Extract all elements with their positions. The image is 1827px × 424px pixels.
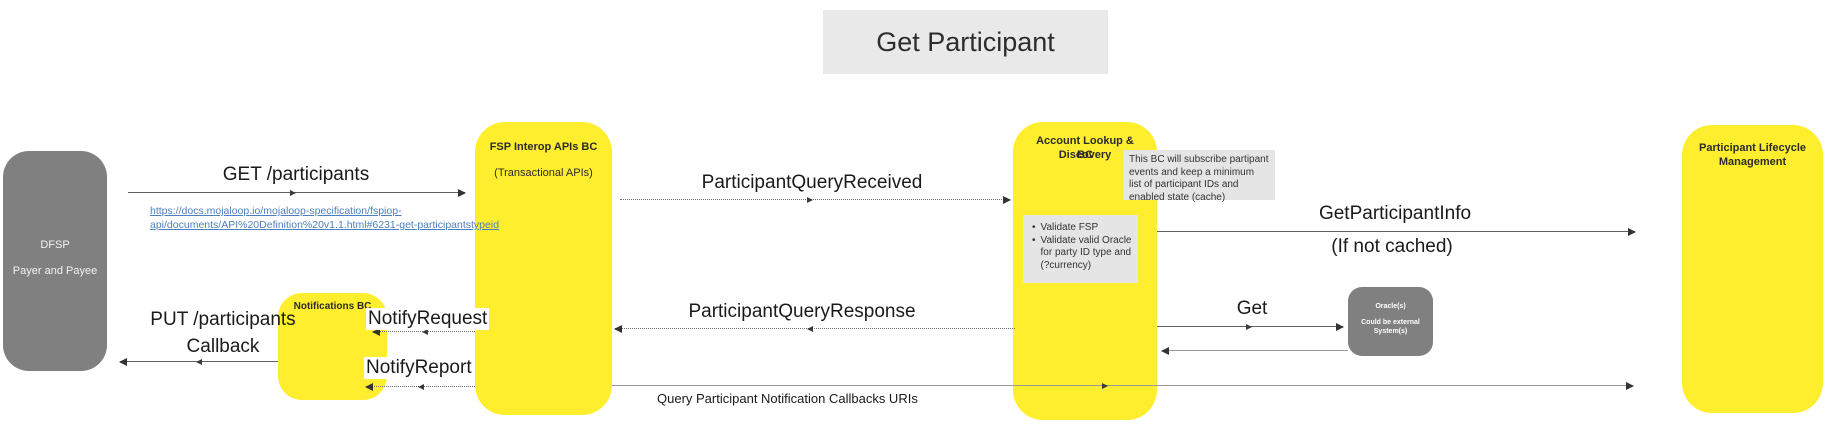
participant-lifecycle-title-line2: Management bbox=[1718, 156, 1787, 168]
validation-list: • Validate FSP • Validate valid Oracle f… bbox=[1030, 222, 1134, 272]
account-lookup-title-line1: Account Lookup & Discovery bbox=[1036, 135, 1134, 161]
arrowhead-right-icon bbox=[458, 189, 466, 197]
arrowhead-right-icon bbox=[1626, 382, 1634, 390]
arrowhead-left-icon bbox=[1161, 347, 1169, 355]
arrow-mid-marker bbox=[289, 190, 296, 196]
validation-note: • Validate FSP • Validate valid Oracle f… bbox=[1023, 215, 1138, 283]
arrow-mid-marker bbox=[421, 329, 428, 335]
arrow-line bbox=[612, 385, 1633, 386]
spec-link-line1[interactable]: https://docs.mojaloop.io/mojaloop-specif… bbox=[150, 205, 402, 217]
oracle-label-line2: Could be external System(s) bbox=[1361, 319, 1420, 335]
validation-item-text: Validate valid Oracle for party ID type … bbox=[1040, 234, 1132, 271]
query-callbacks-label: Query Participant Notification Callbacks… bbox=[657, 391, 918, 406]
fsp-interop-subtitle: (Transactional APIs) bbox=[494, 167, 593, 179]
arrow-line bbox=[1162, 350, 1348, 351]
arrow-mid-marker bbox=[807, 197, 814, 203]
bullet-icon: • bbox=[1032, 222, 1036, 233]
put-participants-label-line1: PUT /participants bbox=[150, 309, 296, 330]
spec-link[interactable]: https://docs.mojaloop.io/mojaloop-specif… bbox=[150, 204, 499, 232]
oracle-label-line1: Oracle(s) bbox=[1375, 303, 1406, 310]
arrow-mid-marker bbox=[1246, 324, 1253, 330]
participant-lifecycle-actor-box: Participant Lifecycle Management bbox=[1682, 125, 1823, 413]
dfsp-label-line1: DFSP bbox=[40, 239, 70, 251]
arrow-line bbox=[128, 192, 465, 193]
get-label: Get bbox=[1236, 298, 1268, 319]
arrowhead-left-icon bbox=[119, 358, 127, 366]
arrow-mid-marker bbox=[418, 384, 425, 390]
arrowhead-left-icon bbox=[365, 383, 373, 391]
put-participants-label-line2: Callback bbox=[186, 336, 260, 357]
dfsp-actor-box: DFSP Payer and Payee bbox=[3, 151, 107, 371]
spec-link-line2[interactable]: api/documents/API%20Definition%20v1.1.ht… bbox=[150, 219, 500, 231]
arrowhead-right-icon bbox=[1003, 196, 1011, 204]
arrowhead-right-icon bbox=[1628, 228, 1636, 236]
arrow-line bbox=[1157, 231, 1635, 232]
validation-item: • Validate FSP bbox=[1032, 222, 1134, 235]
dfsp-label-line2: Payer and Payee bbox=[12, 265, 98, 277]
participant-query-response-label: ParticipantQueryResponse bbox=[688, 301, 916, 322]
notify-request-label: NotifyRequest bbox=[366, 308, 490, 330]
subscribe-note: This BC will subscribe partipant events … bbox=[1123, 150, 1275, 203]
put-participants-callback-label: PUT /participants Callback bbox=[150, 306, 295, 360]
arrow-mid-marker bbox=[195, 359, 202, 365]
arrow-line bbox=[615, 328, 1015, 329]
get-participant-info-sublabel: (If not cached) bbox=[1331, 236, 1453, 257]
arrow-mid-marker bbox=[1102, 383, 1109, 389]
diagram-title: Get Participant bbox=[823, 10, 1108, 74]
participant-lifecycle-title-line1: Participant Lifecycle bbox=[1699, 142, 1806, 154]
fsp-interop-actor-box: FSP Interop APIs BC (Transactional APIs) bbox=[475, 122, 612, 415]
arrow-mid-marker bbox=[807, 326, 813, 332]
validation-item: • Validate valid Oracle for party ID typ… bbox=[1032, 235, 1134, 273]
get-participants-label: GET /participants bbox=[222, 164, 370, 185]
get-participant-info-label: GetParticipantInfo bbox=[1318, 203, 1472, 224]
oracle-box: Oracle(s) Could be external System(s) bbox=[1348, 287, 1433, 356]
notifications-title: Notifications BC bbox=[293, 301, 372, 312]
arrow-line bbox=[620, 199, 1010, 200]
arrowhead-left-icon bbox=[614, 325, 622, 333]
participant-query-received-label: ParticipantQueryReceived bbox=[701, 172, 923, 193]
account-lookup-title-line2: BC bbox=[1077, 149, 1093, 161]
arrowhead-left-icon bbox=[372, 328, 380, 336]
fsp-interop-title: FSP Interop APIs BC bbox=[489, 141, 598, 153]
validation-item-text: Validate FSP bbox=[1040, 222, 1099, 233]
bullet-icon: • bbox=[1032, 234, 1036, 246]
notify-report-label: NotifyReport bbox=[364, 357, 474, 379]
arrowhead-right-icon bbox=[1336, 323, 1344, 331]
